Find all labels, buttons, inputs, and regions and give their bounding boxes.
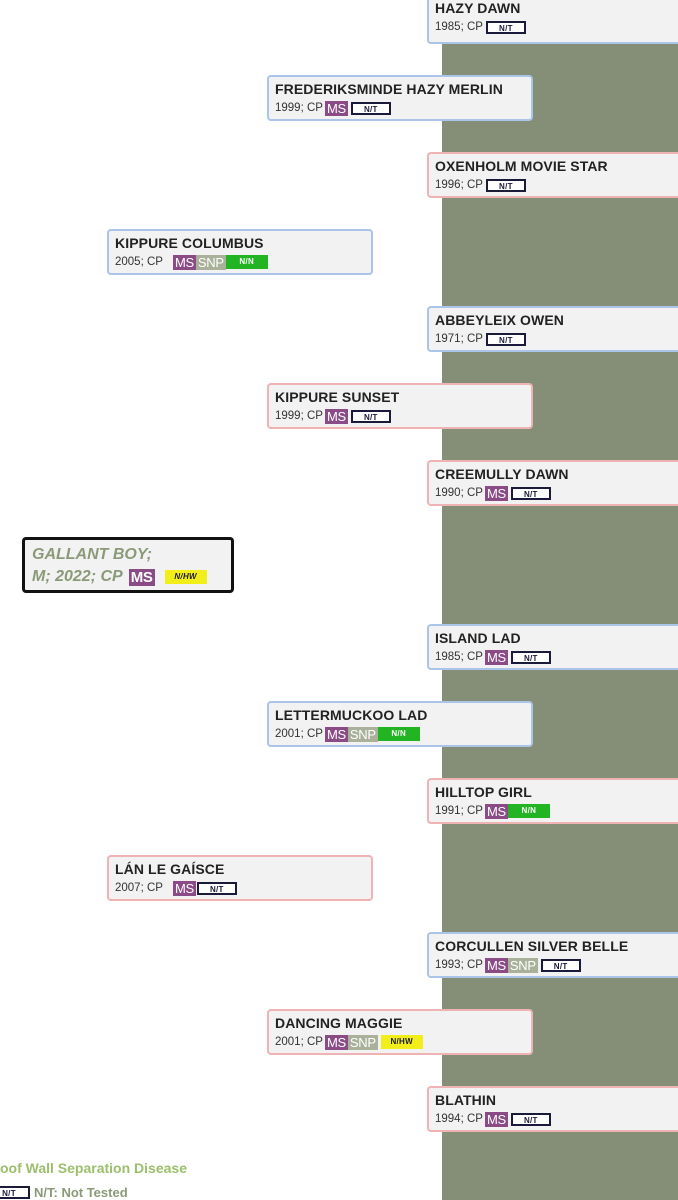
pedigree-card[interactable]: ISLAND LAD 1985; CP MS N/T [427, 624, 678, 670]
ms-test-tag: MS [128, 568, 155, 586]
horse-info: 1991; CP MS N/N [435, 803, 672, 819]
pedigree-card[interactable]: DANCING MAGGIE 2001; CP MS SNP N/HW [267, 1009, 533, 1055]
horse-info: 1993; CP MS SNP N/T [435, 957, 672, 973]
ms-test-tag: MS [484, 957, 508, 973]
status-badge: N/T [485, 178, 526, 192]
horse-year-breed: 2007; CP [115, 882, 163, 894]
pedigree-card[interactable]: CREEMULLY DAWN 1990; CP MS N/T [427, 460, 678, 506]
horse-name: DANCING MAGGIE [275, 1015, 403, 1031]
horse-info: 1985; CP MS N/T [435, 649, 672, 665]
ms-test-tag: MS [324, 100, 348, 116]
horse-name: ISLAND LAD [435, 630, 521, 646]
horse-year-breed: 2001; CP [275, 1036, 323, 1048]
horse-info: 1994; CP MS N/T [435, 1111, 672, 1127]
horse-info: 1971; CP N/T [435, 331, 672, 347]
status-badge: N/T [350, 409, 391, 423]
horse-info: 1996; CP N/T [435, 177, 672, 193]
status-badge: N/T [350, 101, 391, 115]
horse-name: ABBEYLEIX OWEN [435, 312, 564, 328]
ms-test-tag: MS [484, 485, 508, 501]
legend-nt-text: N/T: Not Tested [34, 1185, 128, 1200]
horse-name: LÁN LE GAÍSCE [115, 861, 225, 877]
pedigree-card[interactable]: CORCULLEN SILVER BELLE 1993; CP MS SNP N… [427, 932, 678, 978]
horse-name: CREEMULLY DAWN [435, 466, 569, 482]
horse-name: KIPPURE COLUMBUS [115, 235, 264, 251]
horse-name: CORCULLEN SILVER BELLE [435, 938, 629, 954]
horse-year-breed: 2005; CP [115, 256, 163, 268]
status-badge: N/T [510, 486, 551, 500]
status-badge: N/HW [164, 570, 207, 584]
status-badge: N/N [377, 727, 420, 741]
ms-test-tag: MS [324, 726, 348, 742]
horse-year-breed: 1971; CP [435, 333, 483, 345]
ms-test-tag: MS [484, 803, 508, 819]
subject-details: M; 2022; CP [32, 568, 123, 585]
status-badge: N/T [485, 20, 526, 34]
status-badge: N/T [510, 650, 551, 664]
horse-name: HAZY DAWN [435, 0, 521, 16]
status-badge: N/HW [380, 1035, 423, 1049]
snp-test-tag: SNP [347, 726, 378, 742]
horse-info: 2001; CP MS SNP N/N [275, 726, 525, 742]
status-badge: N/T [485, 332, 526, 346]
snp-test-tag: SNP [195, 254, 226, 270]
horse-name: KIPPURE SUNSET [275, 389, 400, 405]
horse-year-breed: 2001; CP [275, 728, 323, 740]
snp-test-tag: SNP [347, 1034, 378, 1050]
pedigree-card[interactable]: BLATHIN 1994; CP MS N/T [427, 1086, 678, 1132]
horse-info: 2007; CP MS N/T [115, 880, 365, 896]
legend-hwsd: oof Wall Separation Disease [0, 1160, 187, 1176]
horse-name: HILLTOP GIRL [435, 784, 532, 800]
legend-not-tested: N/T N/T: Not Tested [0, 1185, 128, 1200]
ms-test-tag: MS [172, 880, 196, 896]
horse-year-breed: 1993; CP [435, 959, 483, 971]
pedigree-card[interactable]: LETTERMUCKOO LAD 2001; CP MS SNP N/N [267, 701, 533, 747]
subject-name: GALLANT BOY; [32, 546, 152, 563]
pedigree-card[interactable]: ABBEYLEIX OWEN 1971; CP N/T [427, 306, 678, 352]
horse-info: 1990; CP MS N/T [435, 485, 672, 501]
horse-year-breed: 1985; CP [435, 21, 483, 33]
horse-year-breed: 1999; CP [275, 410, 323, 422]
status-badge: N/N [225, 255, 268, 269]
horse-year-breed: 1991; CP [435, 805, 483, 817]
status-badge: N/T [196, 881, 237, 895]
status-badge: N/T [540, 958, 581, 972]
legend-nt-badge: N/T [0, 1186, 30, 1199]
pedigree-background-strip [442, 0, 678, 1200]
horse-year-breed: 1990; CP [435, 487, 483, 499]
snp-test-tag: SNP [507, 957, 538, 973]
ms-test-tag: MS [484, 1111, 508, 1127]
subject-info: M; 2022; CP MS N/HW [32, 566, 224, 588]
status-badge: N/T [510, 1112, 551, 1126]
pedigree-card[interactable]: HILLTOP GIRL 1991; CP MS N/N [427, 778, 678, 824]
pedigree-card[interactable]: FREDERIKSMINDE HAZY MERLIN 1999; CP MS N… [267, 75, 533, 121]
status-badge: N/N [507, 804, 550, 818]
pedigree-card[interactable]: OXENHOLM MOVIE STAR 1996; CP N/T [427, 152, 678, 198]
horse-name: LETTERMUCKOO LAD [275, 707, 428, 723]
subject-horse-card[interactable]: GALLANT BOY; M; 2022; CP MS N/HW [22, 537, 234, 593]
horse-year-breed: 1996; CP [435, 179, 483, 191]
ms-test-tag: MS [324, 408, 348, 424]
horse-year-breed: 1999; CP [275, 102, 323, 114]
ms-test-tag: MS [324, 1034, 348, 1050]
pedigree-card[interactable]: KIPPURE SUNSET 1999; CP MS N/T [267, 383, 533, 429]
pedigree-card[interactable]: KIPPURE COLUMBUS 2005; CP MS SNP N/N [107, 229, 373, 275]
ms-test-tag: MS [484, 649, 508, 665]
horse-info: 1999; CP MS N/T [275, 408, 525, 424]
horse-name: BLATHIN [435, 1092, 497, 1108]
pedigree-card[interactable]: LÁN LE GAÍSCE 2007; CP MS N/T [107, 855, 373, 901]
horse-info: 2005; CP MS SNP N/N [115, 254, 365, 270]
horse-info: 1999; CP MS N/T [275, 100, 525, 116]
horse-year-breed: 1985; CP [435, 651, 483, 663]
horse-info: 2001; CP MS SNP N/HW [275, 1034, 525, 1050]
horse-year-breed: 1994; CP [435, 1113, 483, 1125]
horse-name: FREDERIKSMINDE HAZY MERLIN [275, 81, 503, 97]
ms-test-tag: MS [172, 254, 196, 270]
pedigree-card[interactable]: HAZY DAWN 1985; CP N/T [427, 0, 678, 44]
horse-name: OXENHOLM MOVIE STAR [435, 158, 608, 174]
horse-info: 1985; CP N/T [435, 19, 672, 35]
